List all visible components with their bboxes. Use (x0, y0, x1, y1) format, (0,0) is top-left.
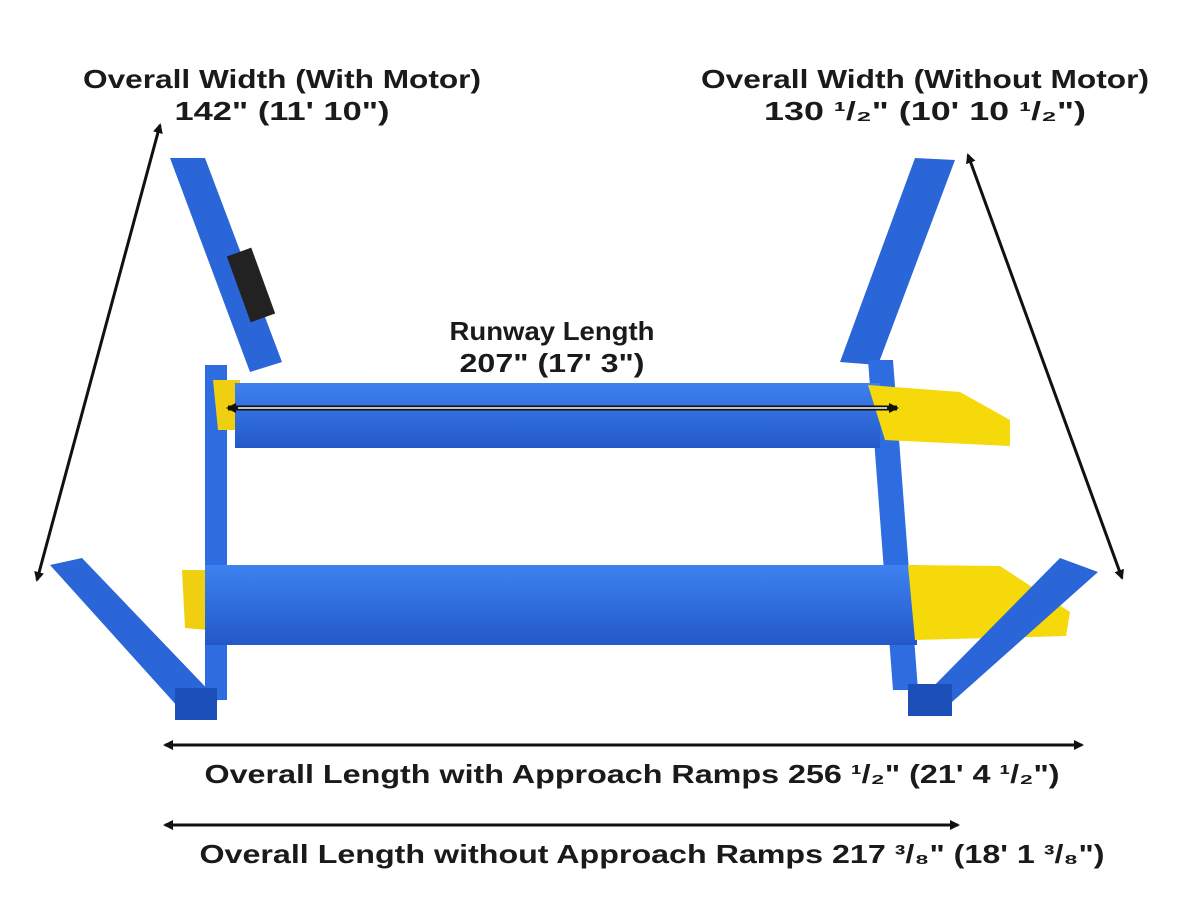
front-right-post-base (908, 684, 952, 716)
width-with-motor-title: Overall Width (With Motor) (83, 64, 481, 94)
front-left-post-base (175, 688, 217, 720)
rear-approach-ramp (868, 385, 1010, 446)
runway-length-value: 207" (17' 3") (460, 348, 645, 378)
front-left-ramp-stop (182, 570, 208, 630)
width-without-motor-title: Overall Width (Without Motor) (701, 64, 1149, 94)
front-left-post (50, 558, 218, 718)
runway-length-title: Runway Length (450, 316, 655, 346)
front-runway (205, 565, 917, 645)
front-right-post (920, 558, 1098, 702)
motor-unit (226, 247, 276, 323)
width-without-motor-arrow (966, 153, 1124, 580)
rear-left-post-with-motor (170, 158, 282, 372)
rear-runway (235, 383, 880, 448)
width-without-motor-value: 130 ¹/₂" (10' 10 ¹/₂") (764, 96, 1086, 126)
length-without-ramps-label: Overall Length without Approach Ramps 21… (200, 839, 1105, 869)
length-with-ramps-label: Overall Length with Approach Ramps 256 ¹… (205, 759, 1060, 789)
rear-right-post (840, 158, 955, 365)
width-with-motor-arrow (34, 123, 163, 582)
width-with-motor-value: 142" (11' 10") (175, 96, 390, 126)
